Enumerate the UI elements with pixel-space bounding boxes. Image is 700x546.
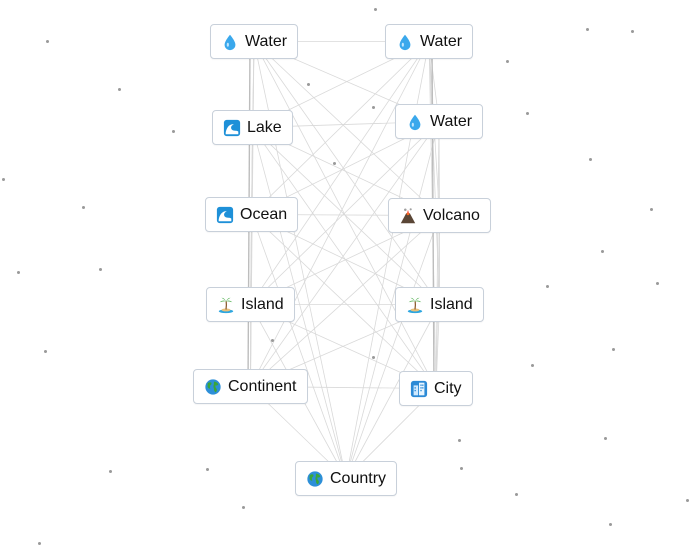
background-dot [206, 468, 209, 471]
element-label: Continent [228, 377, 297, 395]
connection-line [251, 214, 347, 479]
background-dot [44, 350, 47, 353]
background-dot [109, 470, 112, 473]
connection-line [250, 41, 430, 305]
connection-line [345, 215, 440, 479]
element-label: Island [241, 295, 284, 313]
background-dot [546, 285, 549, 288]
connection-line [250, 215, 440, 387]
element-label: Volcano [423, 206, 480, 224]
background-dot [38, 542, 41, 545]
droplet-icon [224, 34, 236, 50]
element-label: Water [430, 112, 473, 130]
background-dot [172, 130, 175, 133]
element-water-left[interactable]: Water [210, 24, 299, 59]
element-label: Country [330, 469, 387, 487]
element-volcano[interactable]: Volcano [388, 198, 491, 233]
background-dot [46, 40, 49, 43]
background-dot [609, 523, 612, 526]
connection-line [435, 121, 440, 389]
connection-line [250, 41, 430, 387]
element-water-right-second[interactable]: Water [395, 104, 484, 139]
element-city[interactable]: City [399, 371, 473, 406]
element-island-left[interactable]: Island [206, 287, 295, 322]
background-dot [650, 208, 653, 211]
background-dot [118, 88, 121, 91]
background-dot [99, 268, 102, 271]
background-dot [631, 30, 634, 33]
background-dot [374, 8, 377, 11]
volcano-icon [400, 207, 416, 223]
background-dot [372, 356, 375, 359]
background-dot [271, 339, 274, 342]
background-dot [458, 439, 461, 442]
background-dot [506, 60, 509, 63]
droplet-icon [399, 34, 411, 50]
element-island-right[interactable]: Island [395, 287, 484, 322]
background-dot [307, 83, 310, 86]
connection-line [252, 127, 437, 389]
element-water-right-top[interactable]: Water [385, 24, 474, 59]
background-dot [242, 506, 245, 509]
element-label: Water [245, 32, 288, 50]
element-label: Island [430, 295, 473, 313]
wave-icon [216, 206, 234, 223]
background-dot [686, 499, 689, 502]
palm-island-icon [407, 297, 423, 313]
element-label: Lake [247, 118, 282, 136]
background-dot [601, 250, 604, 253]
connection-line [345, 304, 440, 479]
connection-line [252, 127, 440, 305]
background-dot [612, 348, 615, 351]
connection-line [251, 214, 437, 389]
globe-icon [307, 470, 323, 487]
cityscape-icon [410, 380, 428, 397]
element-country[interactable]: Country [295, 461, 398, 496]
connection-line [345, 121, 440, 479]
palm-island-icon [218, 297, 234, 313]
connection-line [252, 127, 347, 479]
background-dot [82, 206, 85, 209]
background-dot [531, 364, 534, 367]
background-dot [589, 158, 592, 161]
background-dot [656, 282, 659, 285]
connection-line [250, 121, 440, 387]
droplet-icon [409, 114, 421, 130]
element-label: Water [420, 32, 463, 50]
connection-line [253, 41, 440, 216]
element-label: City [434, 379, 462, 397]
background-dot [372, 106, 375, 109]
element-ocean[interactable]: Ocean [205, 197, 299, 232]
connection-line [251, 41, 430, 215]
connection-line [250, 121, 440, 305]
background-dot [2, 178, 5, 181]
background-dot [604, 437, 607, 440]
background-dot [586, 28, 589, 31]
wave-icon [223, 119, 241, 136]
element-continent[interactable]: Continent [193, 369, 308, 404]
background-dot [515, 493, 518, 496]
element-label: Ocean [240, 205, 288, 223]
background-dot [17, 271, 20, 274]
globe-icon [205, 378, 221, 395]
background-dot [526, 112, 529, 115]
element-lake[interactable]: Lake [212, 110, 293, 145]
background-dot [333, 162, 336, 165]
background-dot [460, 467, 463, 470]
connection-line [253, 41, 440, 305]
